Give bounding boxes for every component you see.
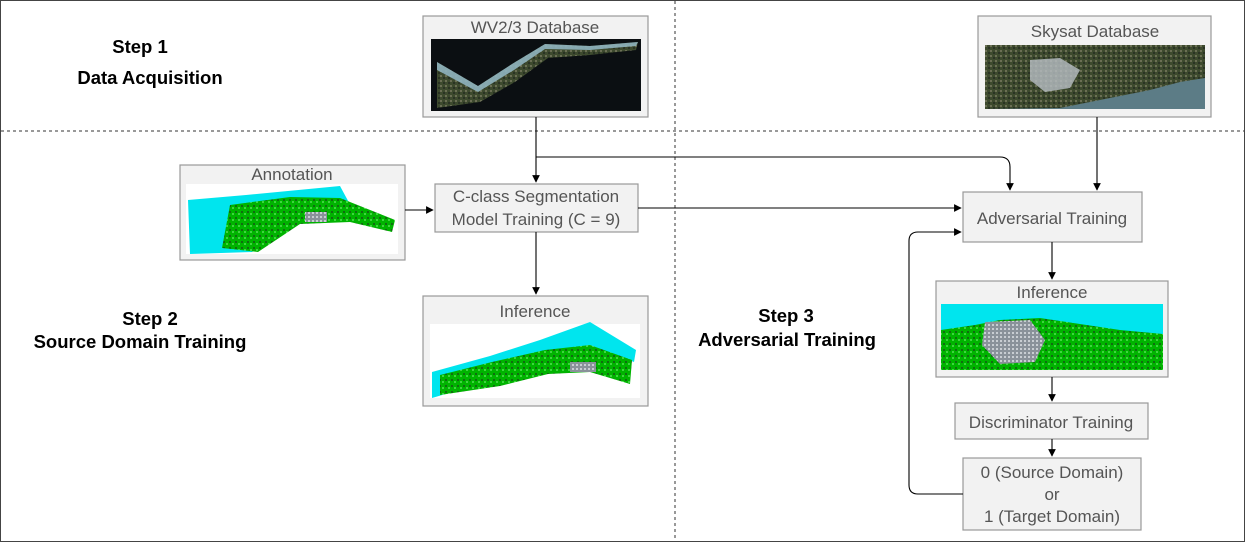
connector-arrows — [405, 117, 1101, 495]
domain-output-line3: 1 (Target Domain) — [984, 507, 1120, 526]
skysat-database-label: Skysat Database — [1031, 22, 1160, 41]
step1-subtitle: Data Acquisition — [77, 67, 222, 88]
step1-title: Step 1 — [112, 36, 168, 57]
step2-subtitle: Source Domain Training — [34, 331, 247, 352]
domain-output-line1: 0 (Source Domain) — [981, 463, 1124, 482]
annotation-panel: Annotation — [179, 164, 406, 261]
segmentation-map-icon — [430, 322, 640, 398]
wv-database-label: WV2/3 Database — [471, 18, 600, 37]
target-inference-label: Inference — [1017, 283, 1088, 302]
segmentation-map-icon — [186, 184, 398, 254]
arrow-feedback-loop — [908, 228, 963, 495]
arrow-wv-to-adversarial — [536, 156, 1014, 191]
target-inference-panel: Inference — [935, 280, 1169, 378]
wv-database-panel: WV2/3 Database — [422, 15, 649, 118]
satellite-image-icon — [985, 45, 1205, 109]
discriminator-training-label: Discriminator Training — [969, 413, 1133, 432]
skysat-database-panel: Skysat Database — [977, 15, 1212, 118]
segmentation-label-line1: C-class Segmentation — [453, 187, 619, 206]
source-inference-panel: Inference — [422, 295, 649, 407]
domain-output-line2: or — [1044, 485, 1059, 504]
step3-title: Step 3 — [758, 305, 814, 326]
satellite-image-icon — [431, 39, 641, 111]
step2-title: Step 2 — [122, 308, 178, 329]
annotation-label: Annotation — [251, 165, 332, 184]
domain-output-node: 0 (Source Domain) or 1 (Target Domain) — [962, 457, 1142, 531]
adversarial-training-node: Adversarial Training — [962, 191, 1143, 243]
discriminator-training-node: Discriminator Training — [954, 402, 1149, 440]
source-inference-label: Inference — [500, 302, 571, 321]
segmentation-label-line2: Model Training (C = 9) — [452, 210, 621, 229]
segmentation-model-node: C-class Segmentation Model Training (C =… — [434, 183, 639, 233]
segmentation-map-icon — [941, 304, 1163, 370]
adversarial-training-label: Adversarial Training — [977, 209, 1127, 228]
step3-subtitle: Adversarial Training — [698, 329, 876, 350]
